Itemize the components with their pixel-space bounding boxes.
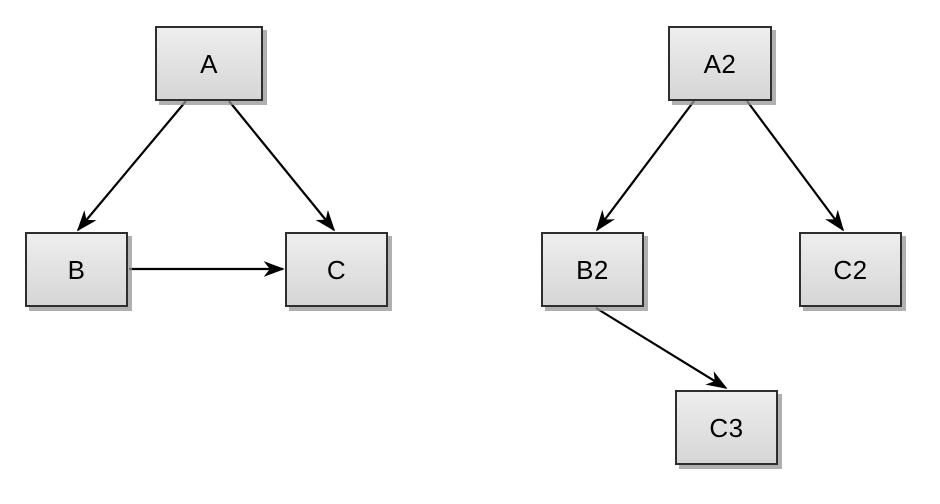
- node-label-b: B: [67, 254, 86, 285]
- node-label-a: A: [200, 48, 218, 79]
- node-label-c: C: [326, 254, 347, 285]
- node-label-a2: A2: [703, 48, 737, 79]
- edge-b2-c3[interactable]: [595, 307, 728, 389]
- node-c[interactable]: C: [285, 232, 388, 307]
- node-label-b2: B2: [576, 254, 609, 285]
- edge-group: [76, 100, 845, 389]
- node-c3[interactable]: C3: [675, 390, 778, 465]
- node-b[interactable]: B: [25, 232, 128, 307]
- node-a[interactable]: A: [155, 26, 263, 101]
- node-b2[interactable]: B2: [541, 232, 644, 307]
- edge-a2-b2[interactable]: [595, 100, 695, 232]
- node-c2[interactable]: C2: [799, 232, 902, 307]
- edge-a2-c2[interactable]: [746, 100, 845, 232]
- node-a2[interactable]: A2: [668, 26, 772, 101]
- node-label-c3: C3: [709, 412, 744, 443]
- node-label-c2: C2: [833, 254, 868, 285]
- edge-a-b[interactable]: [76, 100, 187, 232]
- edge-a-c[interactable]: [228, 100, 336, 232]
